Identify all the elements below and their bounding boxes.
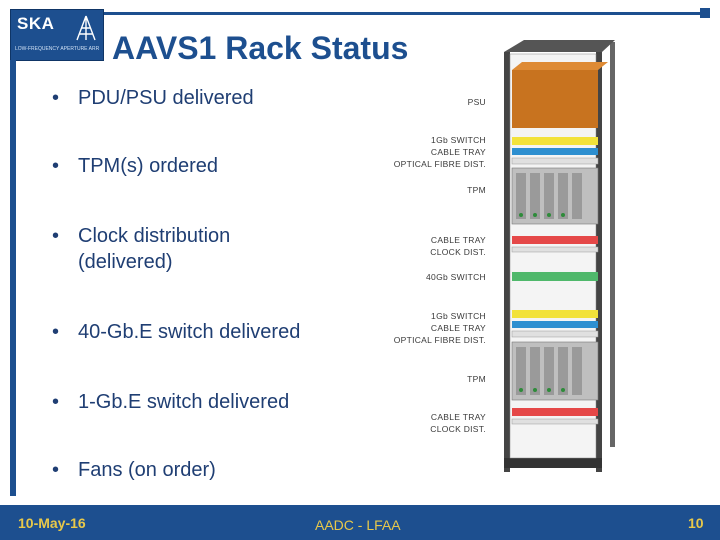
optical-fibre-dist — [511, 330, 599, 338]
tpm-led — [519, 213, 523, 217]
header-rule-end — [700, 8, 710, 18]
rack-top — [504, 40, 615, 52]
tpm-led — [519, 388, 523, 392]
logo-subtitle: LOW-FREQUENCY APERTURE ARRAY — [15, 46, 99, 52]
clock-dist — [511, 418, 599, 425]
rack-base — [504, 458, 602, 468]
tpm-chassis — [511, 167, 599, 225]
rack-label-clock-dist: CLOCK DIST. — [430, 247, 486, 257]
footer-center-text: AADC - LFAA — [315, 517, 401, 533]
rack-illustration — [504, 40, 615, 472]
cable-tray — [512, 408, 598, 416]
bullet-dot: • — [52, 391, 60, 413]
tpm-card — [544, 173, 554, 219]
bullet-dot: • — [52, 459, 60, 481]
tpm-card — [572, 173, 582, 219]
bullet-dot: • — [52, 87, 60, 109]
cable-tray — [512, 321, 598, 328]
tpm-card — [530, 347, 540, 395]
ska-logo: SKA LOW-FREQUENCY APERTURE ARRAY — [10, 9, 104, 61]
rack-post-right — [596, 52, 602, 472]
tpm-led — [533, 213, 537, 217]
tpm-card — [558, 347, 568, 395]
rack-label-cable-tray: CABLE TRAY — [430, 412, 486, 422]
tpm-led — [561, 388, 565, 392]
optical-fibre-dist — [511, 157, 599, 165]
page-title: AAVS1 Rack Status — [112, 30, 409, 66]
bullet-dot: • — [52, 225, 60, 247]
tpm-card — [516, 173, 526, 219]
rack-label-cable-tray: CABLE TRAY — [430, 235, 486, 245]
tpm-card — [558, 173, 568, 219]
clock-dist — [511, 246, 599, 253]
bullet-dot: • — [52, 155, 60, 177]
rack-post-left — [504, 52, 510, 472]
tpm-card — [544, 347, 554, 395]
bullet-text: PDU/PSU delivered — [78, 87, 254, 109]
tpm-led — [547, 388, 551, 392]
rack-label-cable-tray: CABLE TRAY — [430, 323, 486, 333]
psu-top — [512, 62, 608, 70]
footer-bar — [0, 505, 720, 540]
logo-text: SKA — [17, 14, 55, 33]
page-number: 10 — [688, 515, 704, 531]
tpm-card — [572, 347, 582, 395]
rack-label-tpm: TPM — [467, 374, 486, 384]
rack-label-tpm: TPM — [467, 185, 486, 195]
rack-label-40gb-switch: 40Gb SWITCH — [426, 272, 486, 282]
rack-post-back — [610, 42, 615, 447]
bullet-dot: • — [52, 321, 60, 343]
bullet-text: 1-Gb.E switch delivered — [78, 391, 290, 413]
switch-1gb — [512, 310, 598, 318]
tpm-led — [547, 213, 551, 217]
rack-label-1gb-switch: 1Gb SWITCH — [431, 311, 486, 321]
rack-label-optical-fibre: OPTICAL FIBRE DIST. — [393, 335, 486, 345]
bullet-text: Clock distribution (delivered) — [78, 225, 231, 273]
tpm-card — [530, 173, 540, 219]
footer-date: 10-May-16 — [18, 515, 86, 531]
bullet-text: Fans (on order) — [78, 459, 216, 481]
header-rule — [104, 12, 710, 15]
rack-label-cable-tray: CABLE TRAY — [430, 147, 486, 157]
left-accent-bar — [10, 60, 16, 496]
bullet-text: TPM(s) ordered — [78, 155, 219, 177]
switch-1gb — [512, 137, 598, 145]
rack-label-psu: PSU — [467, 97, 486, 107]
psu-unit — [512, 70, 598, 128]
rack-label-clock-dist: CLOCK DIST. — [430, 424, 486, 434]
tpm-chassis — [511, 341, 599, 401]
cable-tray — [512, 236, 598, 244]
switch-40gb — [512, 272, 598, 281]
rack-label-1gb-switch: 1Gb SWITCH — [431, 135, 486, 145]
tpm-card — [516, 347, 526, 395]
rack-label-optical-fibre: OPTICAL FIBRE DIST. — [393, 159, 486, 169]
cable-tray — [512, 148, 598, 155]
tpm-led — [533, 388, 537, 392]
tpm-led — [561, 213, 565, 217]
bullet-text: 40-Gb.E switch delivered — [78, 321, 301, 343]
antenna-logo-icon — [76, 15, 96, 41]
